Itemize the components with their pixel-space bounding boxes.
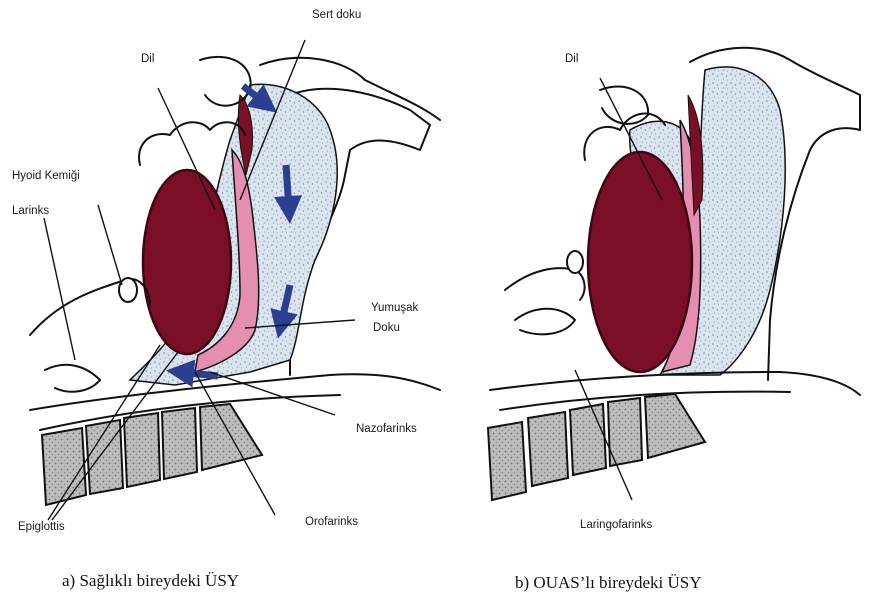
label-nazofarinks: Nazofarinks: [356, 423, 417, 435]
vertebra: [124, 413, 160, 487]
label-laringofarinks: Laringofarinks: [580, 519, 652, 531]
vertebrae: [488, 394, 705, 500]
vertebra: [645, 394, 705, 458]
upper-jaw-outline: [200, 57, 251, 106]
right-panel: Dil Laringofarinks b) OUAS’lı bireydeki …: [488, 48, 860, 592]
tongue: [143, 170, 231, 354]
tongue: [588, 152, 692, 372]
label-epiglottis: Epiglottis: [18, 521, 65, 533]
vertebra: [162, 408, 197, 479]
airflow-arrow-icon: [286, 165, 289, 210]
label-hyoid-kemigi: Hyoid Kemiği: [12, 170, 80, 182]
vertebra: [528, 412, 568, 486]
label-doku: Doku: [373, 322, 400, 334]
caption-right: b) OUAS’lı bireydeki ÜSY: [515, 573, 702, 592]
left-panel: Sert doku Dil Hyoid Kemiği Larinks Yumuş…: [12, 9, 440, 590]
label-orofarinks: Orofarinks: [305, 516, 358, 528]
vertebra: [570, 404, 606, 475]
label-dil: Dil: [141, 53, 154, 65]
leader-line: [44, 218, 75, 360]
label-dil: Dil: [565, 53, 578, 65]
trachea-outline: [30, 374, 440, 410]
label-yumusak: Yumuşak: [371, 302, 419, 314]
caption-left: a) Sağlıklı bireydeki ÜSY: [62, 571, 239, 590]
vertebra: [488, 422, 526, 500]
hyoid-bone: [567, 251, 583, 273]
leader-line: [98, 205, 122, 285]
label-larinks: Larinks: [12, 205, 49, 217]
vertebra: [42, 428, 86, 505]
label-sert-doku: Sert doku: [312, 9, 361, 21]
larynx-outline: [515, 309, 575, 335]
larynx-outline: [45, 365, 100, 392]
